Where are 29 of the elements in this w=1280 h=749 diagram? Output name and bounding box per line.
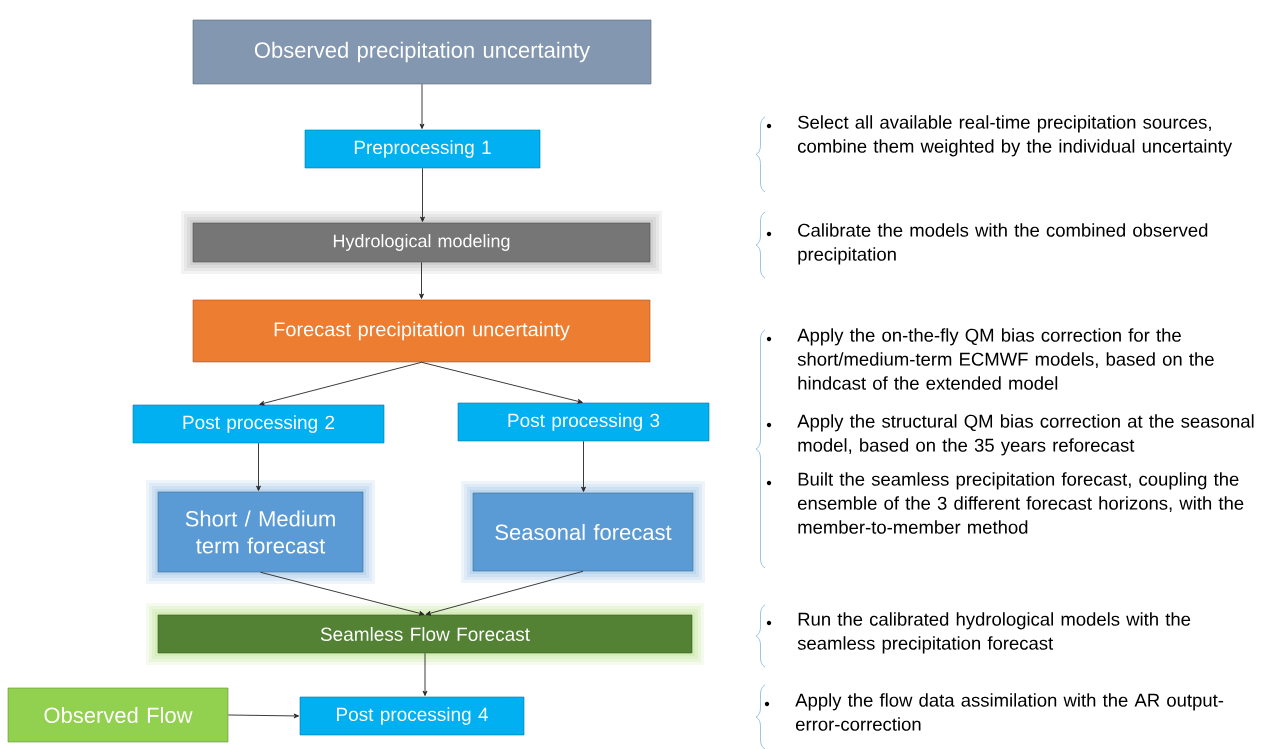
process-box: Hydrological modeling (181, 211, 662, 274)
arrow (419, 261, 424, 299)
note-text: Select all available real-time precipitation sources, combine them weighted by the individual uncertainty (798, 115, 1233, 157)
arrow (227, 713, 299, 719)
arrow (256, 442, 261, 491)
process-box: Forecast precipitation uncertainty (192, 299, 651, 363)
process-box: Short / Medium term forecast (146, 480, 375, 584)
note-text: Calibrate the models with the combined observed precipitation (798, 223, 1208, 265)
process-box: Seasonal forecast (461, 481, 705, 583)
note-text: Apply the on-the-fly QM bias correction for the short/medium-term ECMWF models, based on the hindcast of the extended model (797, 328, 1214, 390)
process-box: Post processing 4 (299, 696, 525, 736)
process-box: Seamless Flow Forecast (146, 603, 704, 665)
arrow (420, 167, 425, 222)
note-text: Apply the structural QM bias correction at the seasonal model, based on the 35 years reforecast (797, 414, 1254, 456)
process-box: Post processing 2 (132, 404, 385, 444)
arrow (421, 361, 583, 404)
note-text: Run the calibrated hydrological models with the seamless precipitation forecast (797, 612, 1191, 654)
process-box: Observed Flow (7, 687, 229, 743)
note-text: Built the seamless precipitation forecast, coupling the ensemble of the 3 different forecast horizons, with the member-to-member method (798, 472, 1244, 534)
arrow (425, 570, 584, 616)
arrow (422, 652, 428, 696)
process-box: Preprocessing 1 (304, 129, 541, 169)
note-text: Apply the flow data assimilation with the AR output-error-correction (795, 693, 1224, 731)
process-box: Observed precipitation uncertainty (192, 19, 652, 85)
arrow (581, 440, 586, 492)
arrow (260, 571, 425, 616)
process-box: Post processing 3 (457, 402, 710, 442)
arrow (259, 361, 422, 406)
arrow (419, 83, 425, 129)
